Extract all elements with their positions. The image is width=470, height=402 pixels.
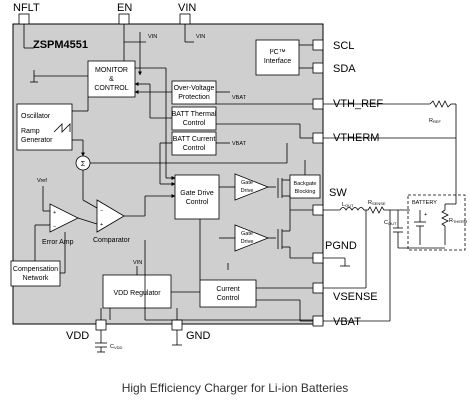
pin-vdd-label: VDD	[66, 330, 89, 342]
sawtooth-icon	[53, 123, 71, 133]
pin-vin: VIN	[178, 2, 196, 25]
pin-gnd-label: GND	[186, 330, 211, 342]
svg-text:Blocking: Blocking	[295, 189, 316, 195]
svg-text:Gate Drive: Gate Drive	[180, 190, 214, 197]
rsense-label: RSENSE	[368, 200, 386, 206]
lout-label: LOUT	[342, 202, 354, 208]
svg-text:CONTROL: CONTROL	[94, 85, 128, 92]
current-control-block: Current Control	[199, 279, 257, 308]
ovp-block: Over-Voltage Protection	[171, 80, 217, 105]
pin-scl-label: SCL	[333, 40, 354, 52]
svg-text:&: &	[109, 76, 114, 83]
battery-label: BATTERY	[412, 200, 437, 206]
svg-text:Over-Voltage: Over-Voltage	[174, 85, 215, 92]
comparator: − + Comparator	[93, 199, 131, 244]
vref-label: Vref	[37, 178, 47, 184]
svg-text:Gate: Gate	[241, 180, 253, 186]
vbat-label-ovp: VBAT	[232, 95, 247, 101]
charger-block-diagram: ZSPM4551 NFLT EN VIN SCL SDA VTH_REF VTH…	[10, 2, 467, 353]
svg-text:Generator: Generator	[21, 137, 53, 144]
pin-vbat: VBAT	[312, 315, 361, 328]
pin-en-label: EN	[117, 2, 132, 14]
compensation-network-block: Compensation Network	[10, 260, 61, 287]
svg-text:Current: Current	[216, 286, 239, 293]
summing-junction: Σ	[75, 155, 91, 171]
svg-text:Oscillator: Oscillator	[21, 113, 51, 120]
svg-text:MONITOR: MONITOR	[95, 67, 128, 74]
batt-thermal-block: BATT Thermal Control	[171, 106, 217, 131]
battery-plus: +	[424, 212, 427, 218]
svg-text:BATT Thermal: BATT Thermal	[172, 111, 217, 118]
external-circuit: CVDD RREF LOUT RSENSE COUT BATTERY +	[95, 100, 467, 353]
pin-scl: SCL	[312, 39, 354, 52]
svg-text:Drive: Drive	[241, 239, 254, 245]
monitor-control-block: MONITOR & CONTROL	[87, 60, 136, 98]
chip-name: ZSPM4551	[33, 39, 88, 51]
svg-text:BATT Current: BATT Current	[173, 136, 216, 143]
svg-text:Drive: Drive	[241, 188, 254, 194]
svg-text:+: +	[100, 222, 103, 228]
rref-label: RREF	[429, 118, 442, 124]
gate-drive-control-block: Gate Drive Control	[174, 174, 220, 220]
svg-text:Network: Network	[23, 275, 49, 282]
cvdd-label: CVDD	[110, 344, 123, 350]
pin-vbat-label: VBAT	[333, 316, 361, 328]
cout-label: COUT	[384, 220, 397, 226]
svg-text:Control: Control	[183, 145, 206, 152]
svg-text:VDD Regulator: VDD Regulator	[113, 290, 161, 297]
pin-en: EN	[117, 2, 132, 25]
rtherm-label: RTHERM	[449, 218, 467, 224]
svg-text:Interface: Interface	[264, 58, 291, 65]
vin-label-top: VIN	[196, 34, 205, 40]
pin-sda: SDA	[312, 62, 356, 75]
vbat-label-current: VBAT	[232, 141, 247, 147]
pin-vsense-label: VSENSE	[333, 291, 378, 303]
vin-label-vdd-reg: VIN	[133, 260, 142, 266]
svg-text:I²C™: I²C™	[269, 49, 285, 56]
svg-text:Comparator: Comparator	[93, 237, 131, 244]
vin-label-en: VIN	[148, 34, 157, 40]
svg-text:Protection: Protection	[178, 94, 210, 101]
internal-wiring	[23, 24, 313, 322]
vdd-regulator-block: VDD Regulator	[102, 274, 172, 309]
backgate-blocking-block: Backgate Blocking	[289, 174, 321, 199]
pin-sda-label: SDA	[333, 63, 356, 75]
svg-text:Backgate: Backgate	[294, 181, 317, 187]
svg-text:Compensation: Compensation	[13, 266, 58, 273]
svg-text:Ramp: Ramp	[21, 128, 40, 135]
svg-text:Error Amp: Error Amp	[42, 239, 74, 246]
i2c-interface-block: I²C™ Interface	[255, 39, 300, 76]
svg-text:Gate: Gate	[241, 231, 253, 237]
svg-text:Control: Control	[186, 199, 209, 206]
svg-text:−: −	[100, 208, 103, 214]
svg-text:+: +	[53, 210, 56, 216]
pin-nflt: NFLT	[13, 2, 40, 25]
pin-nflt-label: NFLT	[13, 2, 40, 14]
svg-text:Control: Control	[183, 120, 206, 127]
oscillator-ramp-block: Oscillator Ramp Generator	[16, 103, 73, 151]
svg-text:Σ: Σ	[81, 161, 86, 168]
svg-text:Control: Control	[217, 295, 240, 302]
pin-sw-label: SW	[329, 187, 347, 199]
batt-current-block: BATT Current Control	[171, 131, 217, 156]
pin-pgnd-label: PGND	[325, 240, 357, 252]
svg-text:−: −	[53, 224, 56, 230]
error-amp: + − Error Amp	[42, 203, 79, 246]
pin-vin-label: VIN	[178, 2, 196, 14]
figure-caption: High Efficiency Charger for Li-ion Batte…	[121, 381, 349, 395]
